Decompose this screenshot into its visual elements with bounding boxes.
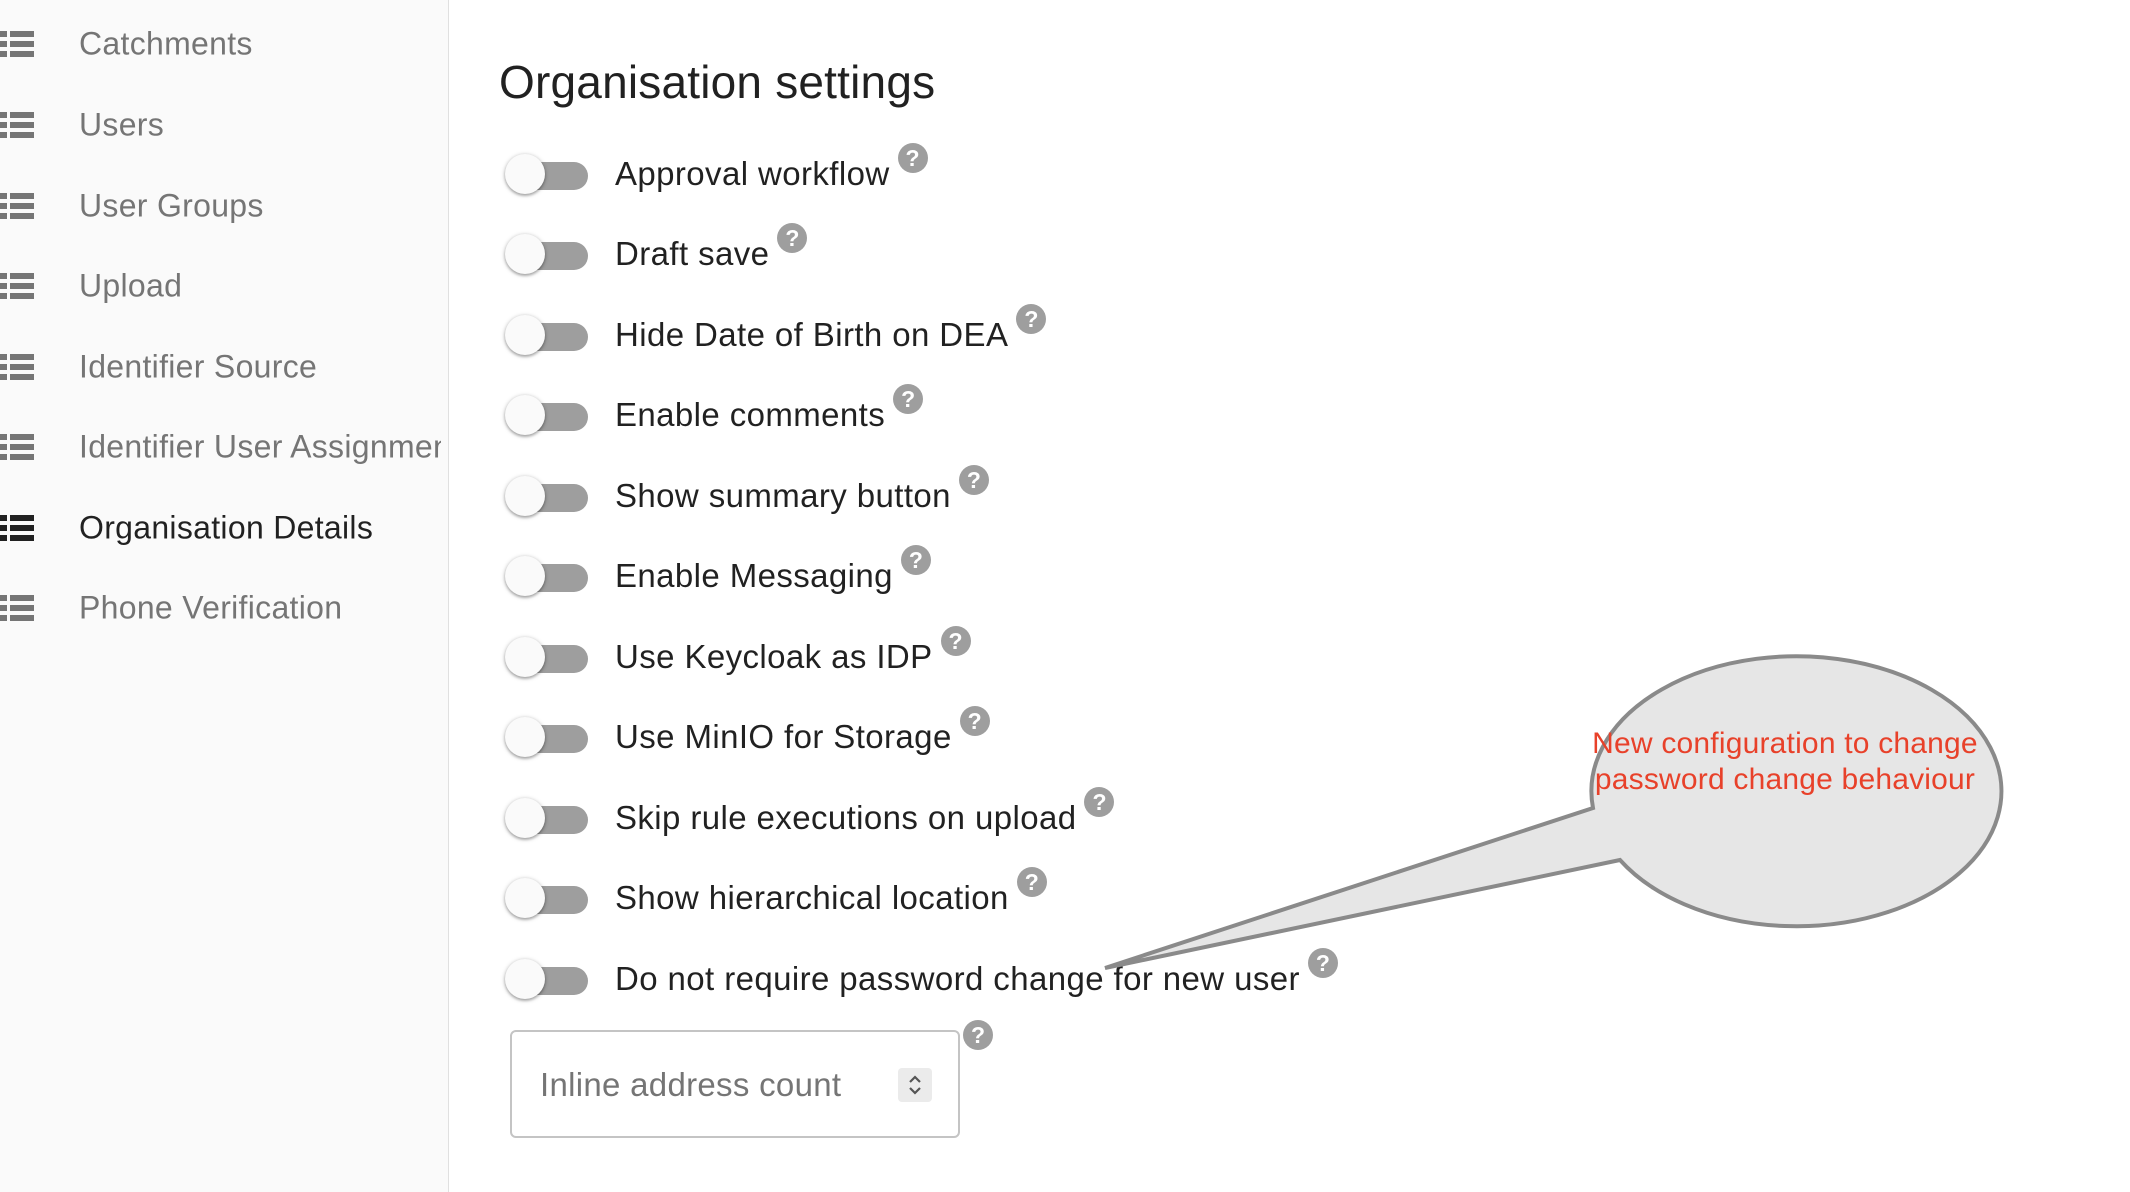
switch-thumb (505, 395, 545, 435)
switch-thumb (505, 878, 545, 918)
setting-label: Enable Messaging? (615, 545, 931, 595)
sidebar-item-label: Identifier User Assignment (79, 428, 441, 465)
sidebar-item-organisation-details[interactable]: Organisation Details (0, 488, 448, 568)
enable-messaging-toggle[interactable] (505, 556, 591, 596)
setting-label: Skip rule executions on upload? (615, 787, 1115, 837)
list-icon (0, 434, 34, 460)
sidebar-item-label: Users (79, 106, 165, 143)
no-password-change-toggle[interactable] (505, 959, 591, 999)
setting-label-text: Skip rule executions on upload (615, 799, 1077, 836)
switch-thumb (505, 315, 545, 355)
sidebar-item-identifier-source[interactable]: Identifier Source (0, 327, 448, 407)
help-icon[interactable]: ? (893, 384, 924, 415)
setting-label-text: Use MinIO for Storage (615, 718, 952, 755)
callout-shape (1104, 654, 2004, 970)
switch-thumb (505, 476, 545, 516)
inline-address-count-input[interactable] (538, 1058, 872, 1112)
help-icon[interactable]: ? (1084, 787, 1115, 818)
help-icon[interactable]: ? (897, 143, 928, 174)
help-icon[interactable]: ? (963, 1020, 993, 1050)
list-icon (0, 31, 34, 57)
setting-label-text: Hide Date of Birth on DEA (615, 316, 1009, 353)
sidebar-item-user-groups[interactable]: User Groups (0, 166, 448, 246)
switch-thumb (505, 154, 545, 194)
switch-thumb (505, 234, 545, 274)
list-icon (0, 112, 34, 138)
setting-label: Draft save? (615, 223, 808, 273)
setting-label: Enable comments? (615, 384, 924, 434)
enable-comments-toggle[interactable] (505, 395, 591, 435)
sidebar-item-catchments[interactable]: Catchments (0, 4, 448, 84)
help-icon[interactable]: ? (1016, 304, 1047, 335)
help-icon[interactable]: ? (1307, 948, 1338, 979)
setting-label-text: Do not require password change for new u… (615, 960, 1300, 997)
spinner-arrows-icon (909, 1075, 921, 1095)
setting-label-text: Show hierarchical location (615, 879, 1009, 916)
list-icon (0, 595, 34, 621)
show-hierarchical-location-toggle[interactable] (505, 878, 591, 918)
sidebar-item-label: User Groups (79, 187, 264, 224)
callout-text: New configuration to change password cha… (1592, 727, 1978, 796)
approval-workflow-toggle[interactable] (505, 154, 591, 194)
list-icon (0, 193, 34, 219)
setting-label-text: Use Keycloak as IDP (615, 638, 933, 675)
setting-label-text: Approval workflow (615, 155, 890, 192)
use-minio-toggle[interactable] (505, 717, 591, 757)
use-keycloak-toggle[interactable] (505, 637, 591, 677)
sidebar-item-phone-verification[interactable]: Phone Verification (0, 568, 448, 648)
sidebar-item-label: Identifier Source (79, 348, 318, 385)
help-icon[interactable]: ? (900, 545, 931, 576)
sidebar-item-users[interactable]: Users (0, 85, 448, 165)
number-spinner[interactable] (898, 1068, 932, 1102)
setting-label-text: Show summary button (615, 477, 951, 514)
page-title: Organisation settings (499, 56, 936, 108)
list-icon (0, 515, 34, 541)
setting-label: Use MinIO for Storage? (615, 706, 990, 756)
setting-label: Use Keycloak as IDP? (615, 626, 971, 676)
sidebar-item-upload[interactable]: Upload (0, 246, 448, 326)
sidebar-item-identifier-user-assignment[interactable]: Identifier User Assignment (0, 407, 448, 487)
help-icon[interactable]: ? (958, 465, 989, 496)
setting-label: Approval workflow? (615, 143, 928, 193)
show-summary-button-toggle[interactable] (505, 476, 591, 516)
switch-thumb (505, 717, 545, 757)
help-icon[interactable]: ? (777, 223, 808, 254)
switch-thumb (505, 556, 545, 596)
help-icon[interactable]: ? (940, 626, 971, 657)
help-icon[interactable]: ? (1016, 867, 1047, 898)
list-icon (0, 273, 34, 299)
inline-address-count-field (510, 1030, 960, 1138)
setting-label: Hide Date of Birth on DEA? (615, 304, 1047, 354)
setting-label: Show summary button? (615, 465, 989, 515)
setting-label-text: Draft save (615, 235, 770, 272)
list-icon (0, 354, 34, 380)
skip-rule-executions-toggle[interactable] (505, 798, 591, 838)
setting-label: Show hierarchical location? (615, 867, 1047, 917)
sidebar: Catchments Users User Groups Upload Iden… (0, 0, 449, 1192)
hide-date-of-birth-toggle[interactable] (505, 315, 591, 355)
switch-thumb (505, 798, 545, 838)
setting-label: Do not require password change for new u… (615, 948, 1338, 998)
sidebar-item-label: Phone Verification (79, 589, 343, 626)
inline-address-help: ? (963, 1020, 993, 1050)
setting-label-text: Enable comments (615, 396, 886, 433)
sidebar-item-label: Catchments (79, 25, 253, 62)
draft-save-toggle[interactable] (505, 234, 591, 274)
sidebar-item-label: Organisation Details (79, 509, 374, 546)
sidebar-item-label: Upload (79, 267, 183, 304)
help-icon[interactable]: ? (959, 706, 990, 737)
switch-thumb (505, 959, 545, 999)
setting-label-text: Enable Messaging (615, 557, 893, 594)
switch-thumb (505, 637, 545, 677)
